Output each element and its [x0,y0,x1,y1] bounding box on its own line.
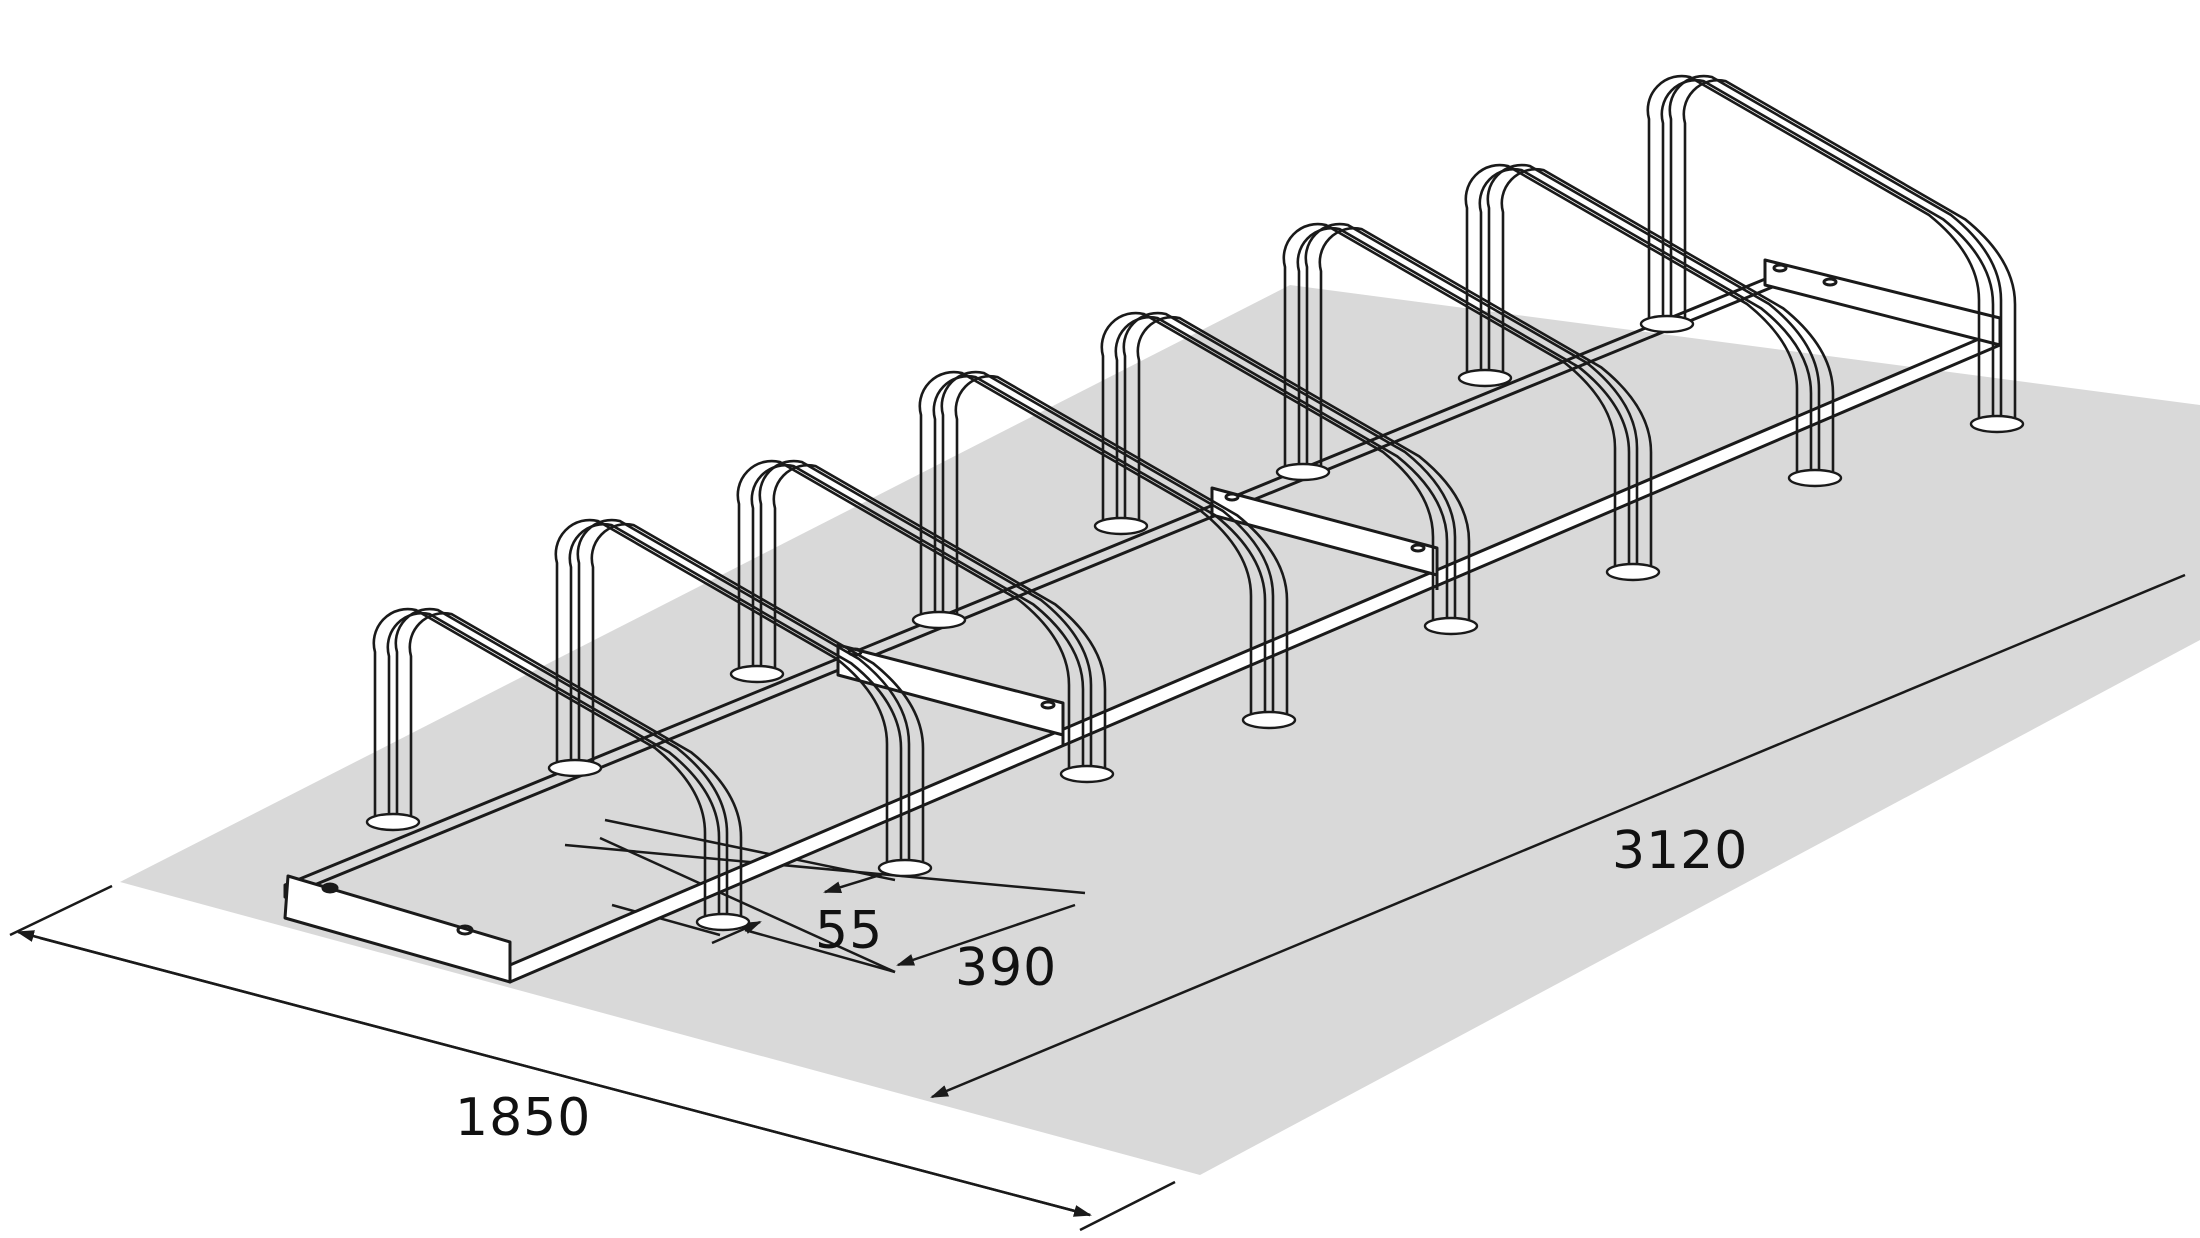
hoop-foot-plate [877,858,933,878]
bike-hoop [365,607,751,932]
bike-hoop [1639,74,2025,434]
hoop-foot-plate [1969,414,2025,434]
spacing-label: 390 [955,938,1057,998]
spacing-extension-b [599,836,896,974]
bolt-hole [1410,543,1426,553]
hoop-foot-plate [1059,764,1115,784]
depth-label: 1850 [455,1088,591,1148]
hoop-foot-plate [729,664,785,684]
hoop-tube [954,374,1289,716]
hoop-foot-plate [547,758,603,778]
spacing-extension-c [744,928,896,974]
hoop-tube [932,374,1267,716]
hoop-tube [1500,167,1835,474]
bolt-hole [1822,277,1838,287]
hoop-tube [1304,222,1639,568]
spacing-dimension-line [896,903,1076,967]
hoop-foot-plate [1787,468,1843,488]
bike-hoop [1457,163,1843,488]
bolt-hole [321,882,339,894]
hoop-tube [386,611,721,918]
depth-dimension-line-b [39,936,1092,1217]
hoop-foot-plate [1423,616,1479,636]
hoop-tube [758,459,1093,770]
spacing-extension-a [564,843,1086,895]
bike-hoop [1093,311,1479,636]
bolt-hole [1772,263,1788,273]
dimension-lines [9,573,2186,1232]
hoop-tube [1100,311,1435,622]
hoop-tube [1668,74,2003,420]
offset-dimension-line-b [711,920,762,945]
hoop-tube [918,370,1253,716]
hoop-tube [1318,226,1653,568]
length-label: 3120 [1612,821,1748,881]
hoop-foot-plate [911,610,967,630]
hoop-tube [568,522,903,864]
hoop-tube [1464,163,1799,474]
hoop-foot-plate [1605,562,1661,582]
bolt-hole [1224,492,1240,502]
hoop-tube [554,518,889,864]
bolt-hole [456,924,474,936]
hoop-tube [1486,163,1821,474]
hoop-foot-plate [1093,516,1149,536]
hoop-tube [750,463,1085,770]
right-end-plate [1763,258,2002,347]
offset-label: 55 [815,901,883,961]
hoop-tube [1682,78,2017,420]
bike-hoop [547,518,933,878]
hoop-tube [1114,315,1449,622]
hoop-tube [1660,78,1995,420]
bike-hoop [911,370,1297,730]
offset-dimension-line-a [823,870,891,894]
hoop-tube [940,370,1275,716]
hoop-tube [736,459,1071,770]
offset-extension-a [604,818,896,882]
bike-hoop [1275,222,1661,582]
bike-hoop [729,459,1115,784]
hoop-tube [1296,226,1631,568]
depth-extension-right [1079,1180,1176,1232]
rack-base-frame [283,258,2002,984]
hoop-tube [772,463,1107,770]
hoop-foot-plate [1639,314,1695,334]
hoop-tube [1646,74,1981,420]
hoop-tube [372,607,707,918]
hoop-tube [1478,167,1813,474]
hoop-tube [1136,315,1471,622]
floor-shadow [120,285,2200,1175]
hoop-foot-plate [695,912,751,932]
hoop-tube [1122,311,1457,622]
hoop-foot-plate [1275,462,1331,482]
hoop-foot-plate [1241,710,1297,730]
left-end-plate [283,874,512,984]
depth-extension-left [9,884,113,937]
hoop-tube [576,518,911,864]
hoop-tube [408,611,743,918]
hoop-tube [590,522,925,864]
hoop-tube [1282,222,1617,568]
hoop-foot-plate [1457,368,1513,388]
offset-extension-b [611,903,721,937]
bolt-hole [1040,700,1056,710]
bike-hoops [365,74,2025,932]
hoop-foot-plate [365,812,421,832]
hoop-tube [394,607,729,918]
length-dimension-line [930,573,2186,1099]
